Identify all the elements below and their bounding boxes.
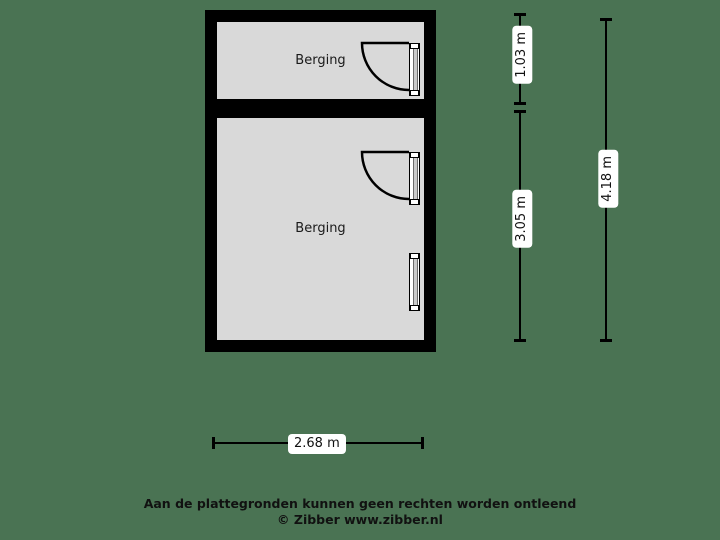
door-leaf <box>413 158 418 199</box>
dimension-tick-bottom <box>600 339 612 342</box>
building-outline: Berging Berging <box>205 10 436 352</box>
door-jamb-top <box>410 43 419 49</box>
door-swing-arc-lower-icon <box>360 150 410 201</box>
dimension-tick-top <box>514 13 526 16</box>
footer-copyright: © Zibber www.zibber.nl <box>277 512 443 527</box>
door-upper-left-icon[interactable] <box>409 43 420 96</box>
door-jamb-top <box>410 152 419 158</box>
dimension-label-3-05m: 3.05 m <box>512 190 533 248</box>
door-swing-arc-upper-icon <box>360 41 410 92</box>
room-label-berging-upper: Berging <box>295 53 346 68</box>
dimension-label-4-18m: 4.18 m <box>598 150 619 208</box>
dimension-tick-top <box>600 18 612 21</box>
dimension-label-2-68m: 2.68 m <box>288 434 346 455</box>
window-pane <box>413 259 418 305</box>
door-leaf <box>413 49 418 90</box>
dimension-tick-left <box>212 437 215 449</box>
dimension-tick-top <box>514 110 526 113</box>
dimension-tick-bottom <box>514 102 526 105</box>
dimension-label-1-03m: 1.03 m <box>512 26 533 84</box>
window-lower-left-icon[interactable] <box>409 253 420 311</box>
dimension-tick-right <box>421 437 424 449</box>
footer-disclaimer: Aan de plattegronden kunnen geen rechten… <box>143 496 577 511</box>
door-jamb-bottom <box>410 90 419 96</box>
window-jamb-top <box>410 253 419 259</box>
door-jamb-bottom <box>410 199 419 205</box>
dimension-tick-bottom <box>514 339 526 342</box>
window-jamb-bottom <box>410 305 419 311</box>
room-berging-lower[interactable]: Berging <box>217 118 424 340</box>
door-lower-left-icon[interactable] <box>409 152 420 205</box>
room-label-berging-lower: Berging <box>295 221 346 236</box>
